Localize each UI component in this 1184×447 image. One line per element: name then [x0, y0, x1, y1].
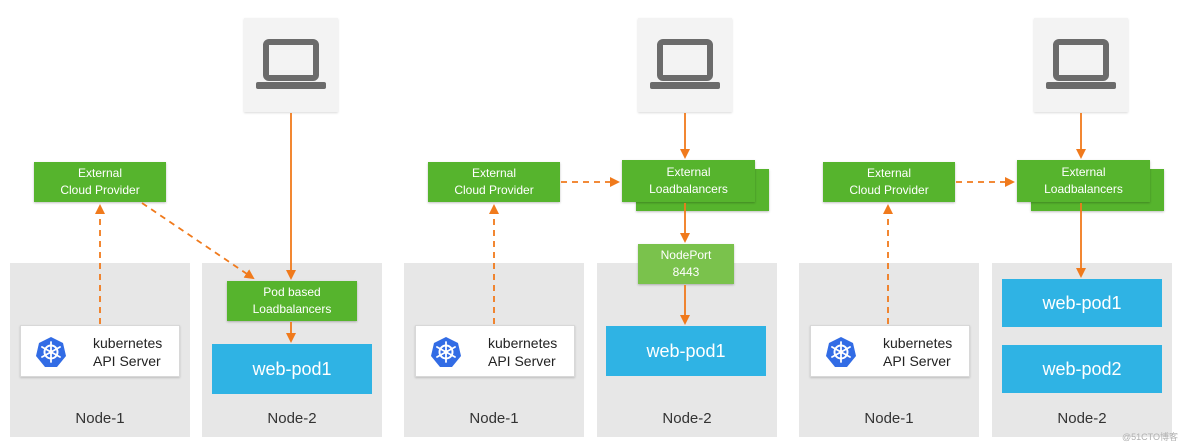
api-server-box: kubernetes API Server — [20, 325, 180, 377]
watermark: @51CTO博客 — [1122, 432, 1178, 442]
node-2-label: Node-2 — [1057, 410, 1107, 427]
web-pod1-box: web-pod1 — [1002, 279, 1162, 327]
web-pod2-box: web-pod2 — [1002, 345, 1162, 393]
nodeport-box: NodePort 8443 — [638, 244, 734, 284]
kubernetes-icon — [826, 337, 856, 367]
api-server-line2: API Server — [883, 353, 951, 369]
web-pod1-box: web-pod1 — [212, 344, 372, 394]
client-laptop-icon — [244, 18, 338, 112]
cloud-provider-line1: External — [866, 166, 912, 180]
external-loadbalancer-line1: External — [666, 165, 711, 179]
web-pod1-label: web-pod1 — [646, 340, 726, 361]
web-pod2-label: web-pod2 — [1042, 358, 1122, 379]
kubernetes-icon — [431, 337, 461, 367]
node-1-label: Node-1 — [864, 410, 914, 427]
kubernetes-icon — [36, 337, 66, 367]
web-pod1-box: web-pod1 — [606, 326, 766, 376]
client-laptop-icon — [1034, 18, 1128, 112]
pod-loadbalancer-box: Pod based Loadbalancers — [227, 281, 357, 321]
api-server-line1: kubernetes — [883, 335, 953, 351]
cloud-provider-line1: External — [77, 166, 123, 180]
web-pod1-label: web-pod1 — [252, 358, 332, 379]
web-pod1-label: web-pod1 — [1042, 292, 1122, 313]
api-server-line1: kubernetes — [93, 335, 163, 351]
cloud-provider-box: External Cloud Provider — [34, 162, 166, 202]
nodeport-line2: 8443 — [672, 265, 700, 279]
cloud-provider-line2: Cloud Provider — [454, 183, 534, 197]
cloud-provider-line1: External — [471, 166, 517, 180]
external-loadbalancer-box: External Loadbalancers — [622, 160, 755, 202]
node-2-label: Node-2 — [662, 410, 712, 427]
cloud-provider-line2: Cloud Provider — [849, 183, 929, 197]
node-1-label: Node-1 — [75, 410, 125, 427]
cloud-provider-line2: Cloud Provider — [60, 183, 140, 197]
client-laptop-icon — [638, 18, 732, 112]
node-1-label: Node-1 — [469, 410, 519, 427]
pod-loadbalancer-line2: Loadbalancers — [252, 302, 332, 316]
api-server-line1: kubernetes — [488, 335, 558, 351]
node-2-label: Node-2 — [267, 410, 317, 427]
cloud-provider-box: External Cloud Provider — [428, 162, 560, 202]
pod-loadbalancer-line1: Pod based — [263, 285, 321, 299]
api-server-box: kubernetes API Server — [415, 325, 575, 377]
nodeport-line1: NodePort — [660, 248, 712, 262]
cloud-provider-box: External Cloud Provider — [823, 162, 955, 202]
external-loadbalancer-line2: Loadbalancers — [649, 182, 728, 196]
api-server-line2: API Server — [93, 353, 161, 369]
api-server-line2: API Server — [488, 353, 556, 369]
external-loadbalancer-box: External Loadbalancers — [1017, 160, 1150, 202]
external-loadbalancer-line2: Loadbalancers — [1044, 182, 1123, 196]
api-server-box: kubernetes API Server — [810, 325, 970, 377]
external-loadbalancer-line1: External — [1061, 165, 1106, 179]
